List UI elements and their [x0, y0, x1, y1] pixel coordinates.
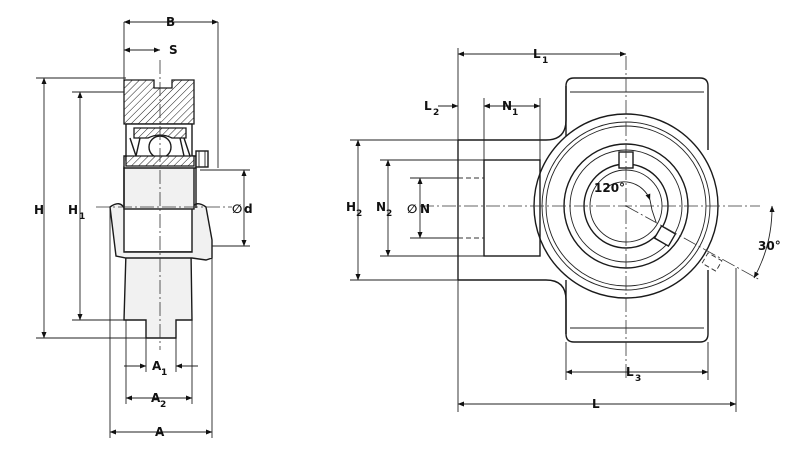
- body-left: [458, 86, 567, 141]
- label-N-symbol: ∅: [407, 202, 417, 216]
- label-N2: N: [376, 200, 386, 214]
- frame-lower: [123, 251, 193, 339]
- label-N2-sub: 2: [386, 209, 392, 219]
- label-d: d: [244, 202, 253, 216]
- label-L: L: [592, 397, 600, 411]
- label-N: N: [420, 202, 430, 216]
- label-H2-sub: 2: [356, 209, 362, 219]
- seal-right: [179, 137, 191, 157]
- label-L1-sub: 1: [542, 56, 548, 66]
- housing-seat: [109, 203, 213, 261]
- slide-hatched: [123, 79, 195, 125]
- label-A2: A: [151, 391, 161, 405]
- label-H1-sub: 1: [79, 212, 85, 222]
- side-view: B S H H 1 ∅ d A 1 A 2 A: [34, 15, 253, 439]
- label-d-symbol: ∅: [232, 202, 242, 216]
- label-A1-sub: 1: [161, 368, 167, 378]
- label-A2-sub: 2: [160, 400, 166, 410]
- front-view: L 1 L 2 N 1 H 2 N 2 ∅ N L 3 L 120° 30°: [346, 47, 781, 412]
- label-N1-sub: 1: [512, 108, 518, 118]
- label-L3-sub: 3: [635, 374, 641, 384]
- label-L1: L: [533, 47, 541, 61]
- label-S: S: [169, 43, 178, 57]
- label-A1: A: [152, 359, 162, 373]
- set-screw: [195, 150, 209, 168]
- label-A: A: [155, 425, 165, 439]
- label-B: B: [166, 15, 175, 29]
- frame-middle: [123, 166, 195, 210]
- label-H1: H: [68, 203, 78, 217]
- label-H2: H: [346, 200, 356, 214]
- label-N1: N: [502, 99, 512, 113]
- upper-lug: [565, 77, 709, 150]
- label-L2: L: [424, 99, 432, 113]
- lower-lug: [565, 270, 709, 343]
- boss-rect: [483, 159, 541, 257]
- angled-set-screw: [653, 224, 677, 248]
- label-H: H: [34, 203, 44, 217]
- seal-left: [129, 137, 141, 157]
- label-30-deg: 30°: [758, 239, 781, 253]
- label-L3: L: [626, 365, 634, 379]
- label-120-deg: 120°: [594, 181, 625, 195]
- label-L2-sub: 2: [433, 108, 439, 118]
